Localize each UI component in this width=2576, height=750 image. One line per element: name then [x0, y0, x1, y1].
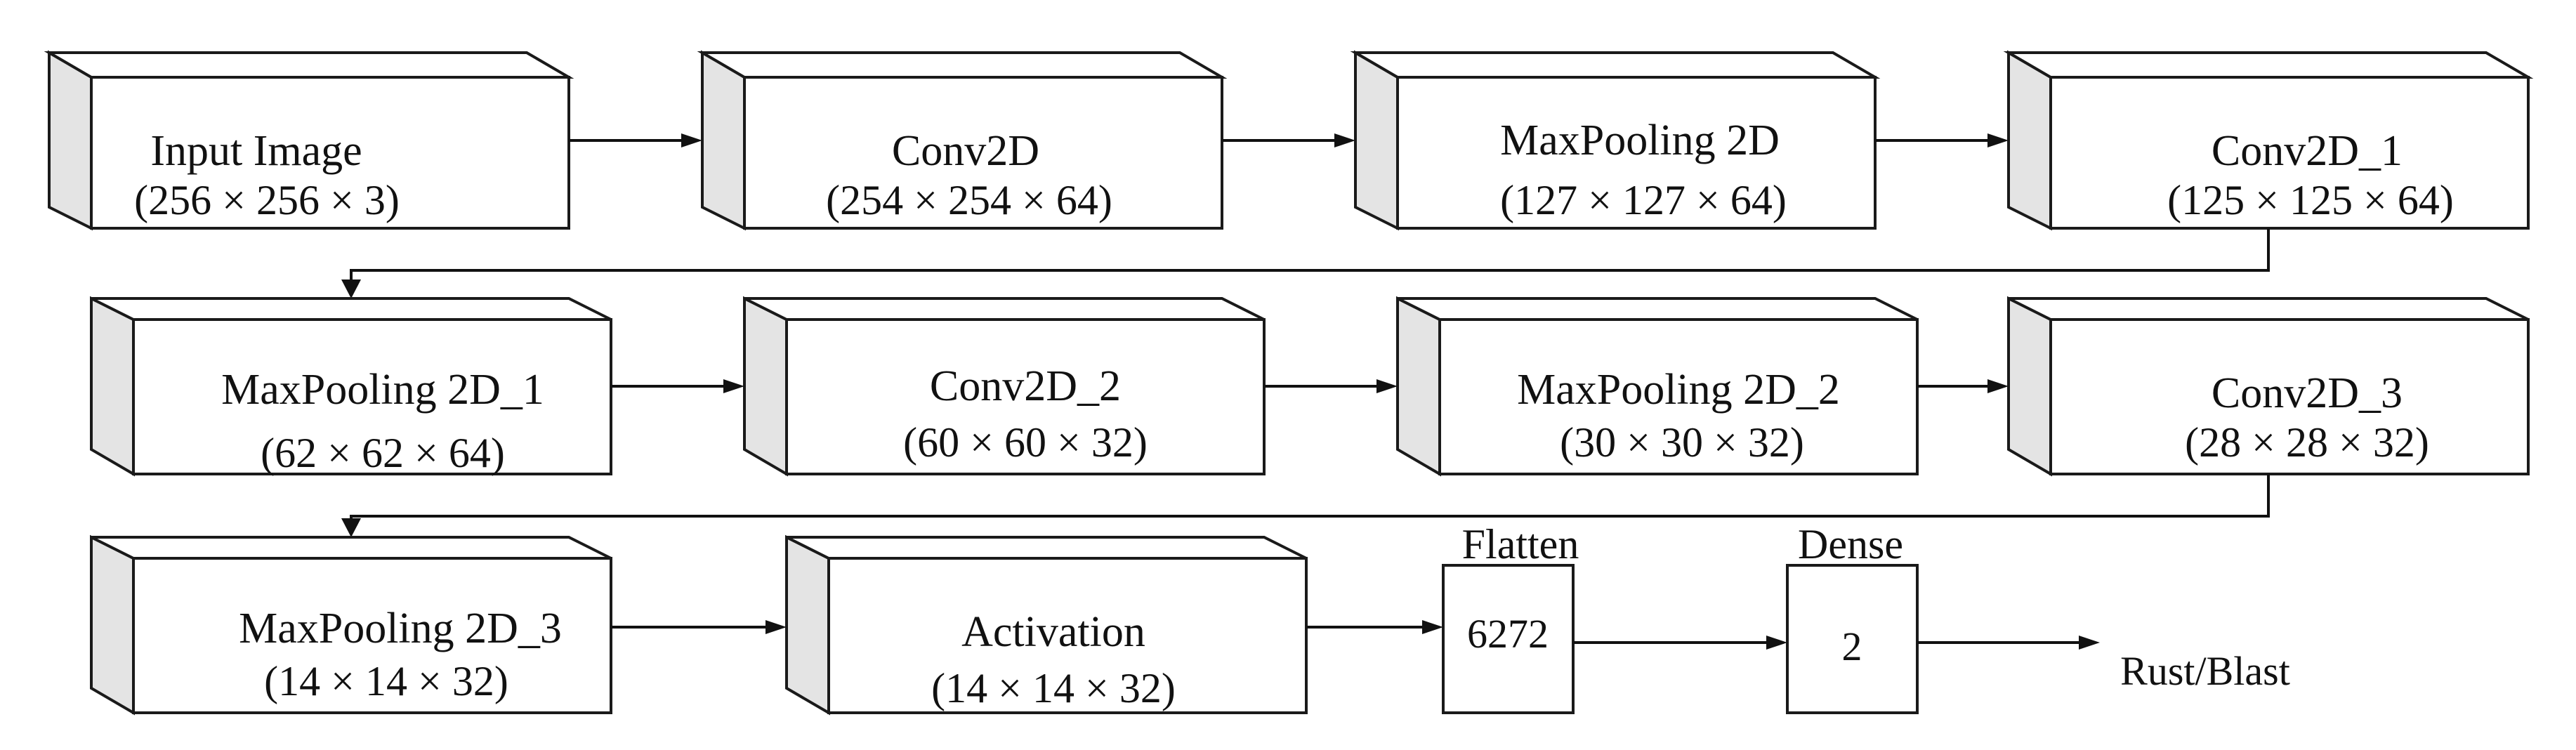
layer-name: Conv2D_3 [2212, 369, 2403, 417]
arrowhead [1334, 133, 1355, 147]
layer-name: Conv2D_1 [2212, 127, 2403, 175]
layer-name: Input Image [150, 127, 362, 175]
layer-block-activation: Activation (14 × 14 × 32) [785, 534, 1308, 716]
arrowhead [1422, 620, 1443, 634]
layer-dims: (125 × 125 × 64) [2167, 177, 2454, 223]
flatten-box: Flatten 6272 [1442, 521, 1579, 714]
arrowhead [341, 279, 361, 298]
layer-dims: (30 × 30 × 32) [1560, 419, 1804, 466]
layer-block-maxpooling-2d-3: MaxPooling 2D_3 (14 × 14 × 32) [90, 534, 612, 716]
arrowhead [1987, 133, 2009, 147]
layer-block-conv2d-1: Conv2D_1 (125 × 125 × 64) [2003, 50, 2534, 231]
layer-name: MaxPooling 2D_1 [221, 366, 544, 414]
arrowhead [723, 379, 744, 393]
arrowhead [2079, 636, 2100, 650]
layer-dims: (60 × 60 × 32) [903, 419, 1148, 466]
dense-box: Dense 2 [1786, 521, 1919, 714]
layer-block-maxpooling-2d: MaxPooling 2D (127 × 127 × 64) [1350, 50, 1881, 231]
layer-dims: (254 × 254 × 64) [826, 177, 1112, 223]
layer-name: Conv2D_2 [930, 362, 1121, 410]
arrowhead [1766, 636, 1787, 650]
layer-dims: (127 × 127 × 64) [1500, 177, 1787, 223]
flatten-value: 6272 [1467, 611, 1549, 657]
arrowhead [341, 518, 361, 537]
arrowhead [1987, 379, 2009, 393]
arrowhead [1376, 379, 1398, 393]
layer-name: Activation [961, 608, 1145, 656]
dense-title: Dense [1798, 521, 1903, 567]
layer-block-conv2d-3: Conv2D_3 (28 × 28 × 32) [2007, 296, 2530, 477]
layer-block-maxpooling-2d-1: MaxPooling 2D_1 (62 × 62 × 64) [90, 296, 612, 477]
layer-block-input-image: Input Image (256 × 256 × 3) [44, 50, 574, 231]
layer-block-conv2d: Conv2D (254 × 254 × 64) [697, 50, 1228, 231]
layer-dims: (14 × 14 × 32) [264, 658, 508, 704]
row-connector-2 [350, 474, 2270, 523]
layer-name: MaxPooling 2D_3 [239, 605, 562, 652]
layer-name: MaxPooling 2D [1500, 117, 1780, 164]
layer-block-maxpooling-2d-2: MaxPooling 2D_2 (30 × 30 × 32) [1396, 296, 1919, 477]
output-label: Rust/Blast [2120, 648, 2290, 694]
flatten-title: Flatten [1462, 521, 1579, 567]
layer-dims: (28 × 28 × 32) [2185, 419, 2429, 466]
arrowhead [765, 620, 787, 634]
row-connector-1 [350, 228, 2270, 284]
layer-dims: (14 × 14 × 32) [931, 665, 1176, 711]
layer-name: MaxPooling 2D_2 [1517, 366, 1840, 414]
layer-block-conv2d-2: Conv2D_2 (60 × 60 × 32) [743, 296, 1266, 477]
dense-value: 2 [1842, 624, 1862, 669]
arrowhead [681, 133, 702, 147]
layer-dims: (62 × 62 × 64) [261, 430, 505, 476]
layer-dims: (256 × 256 × 3) [134, 177, 400, 223]
layer-name: Conv2D [892, 127, 1039, 175]
